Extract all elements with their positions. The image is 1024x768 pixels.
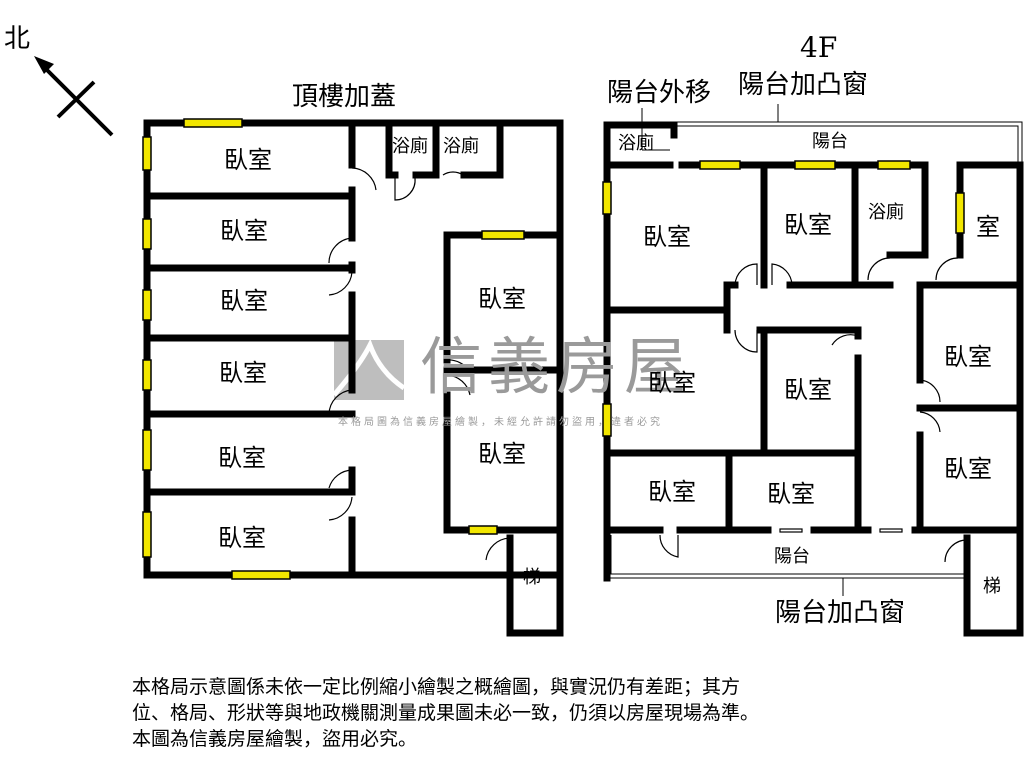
room-label: 臥室 — [220, 287, 268, 315]
room-label: 臥室 — [478, 440, 526, 468]
disclaimer-line: 本格局示意圖係未依一定比例縮小繪製之概繪圖，與實況仍有差距；其方 — [132, 676, 741, 698]
disclaimer-line: 位、格局、形狀等與地政機關測量成果圖未必一致，仍須以房屋現場為準。 — [132, 702, 760, 724]
room-label: 臥室 — [224, 146, 272, 174]
callout-top: 陽台加凸窗 — [738, 70, 869, 100]
stairs-label: 梯 — [983, 576, 1001, 597]
left-plan-title: 頂樓加蓋 — [292, 82, 397, 112]
left-plan-windows — [142, 118, 525, 580]
callout-bath-moved: 陽台外移 — [607, 78, 712, 108]
disclaimer: 本格局示意圖係未依一定比例縮小繪製之概繪圖，與實況仍有差距；其方 位、格局、形狀… — [132, 674, 759, 752]
north-arrow-icon — [34, 56, 114, 137]
stairs-label: 梯 — [523, 567, 541, 588]
watermark-logo — [332, 338, 406, 400]
left-plan-walls — [143, 119, 564, 637]
room-label: 臥室 — [767, 480, 815, 508]
bathroom-label: 浴廁 — [618, 133, 654, 154]
bathroom-label: 浴廁 — [443, 136, 479, 157]
room-label: 臥室 — [784, 211, 832, 239]
watermark-brand: 信義房屋 — [420, 330, 693, 403]
right-plan-windows — [602, 160, 965, 437]
room-label: 臥室 — [478, 285, 526, 313]
room-label: 臥室 — [648, 369, 696, 397]
room-label: 臥室 — [220, 217, 268, 245]
room-label: 臥室 — [944, 343, 992, 371]
bathroom-label: 浴廁 — [868, 202, 904, 223]
compass-north-label: 北 — [4, 24, 31, 54]
callout-bottom: 陽台加凸窗 — [775, 598, 906, 628]
balcony-label: 陽台 — [812, 131, 848, 152]
disclaimer-line: 本圖為信義房屋繪製，盜用必究。 — [132, 728, 418, 750]
room-label: 臥室 — [784, 376, 832, 404]
room-label: 臥室 — [643, 223, 691, 251]
right-plan-balcony-outline — [606, 104, 1023, 596]
room-label: 臥室 — [218, 524, 266, 552]
room-label: 臥室 — [218, 444, 266, 472]
room-partial-label: 室 — [976, 213, 1000, 241]
room-label: 臥室 — [648, 478, 696, 506]
watermark-note: 本格局圖為信義房屋繪製，未經允許請勿盜用，違者必究 — [338, 417, 663, 428]
right-plan-doors — [659, 257, 968, 563]
balcony-label: 陽台 — [774, 546, 810, 567]
left-plan-doors — [328, 167, 511, 561]
room-label: 臥室 — [219, 359, 267, 387]
bathroom-label: 浴廁 — [392, 136, 428, 157]
floor-label: 4F — [800, 31, 838, 64]
room-label: 臥室 — [944, 455, 992, 483]
